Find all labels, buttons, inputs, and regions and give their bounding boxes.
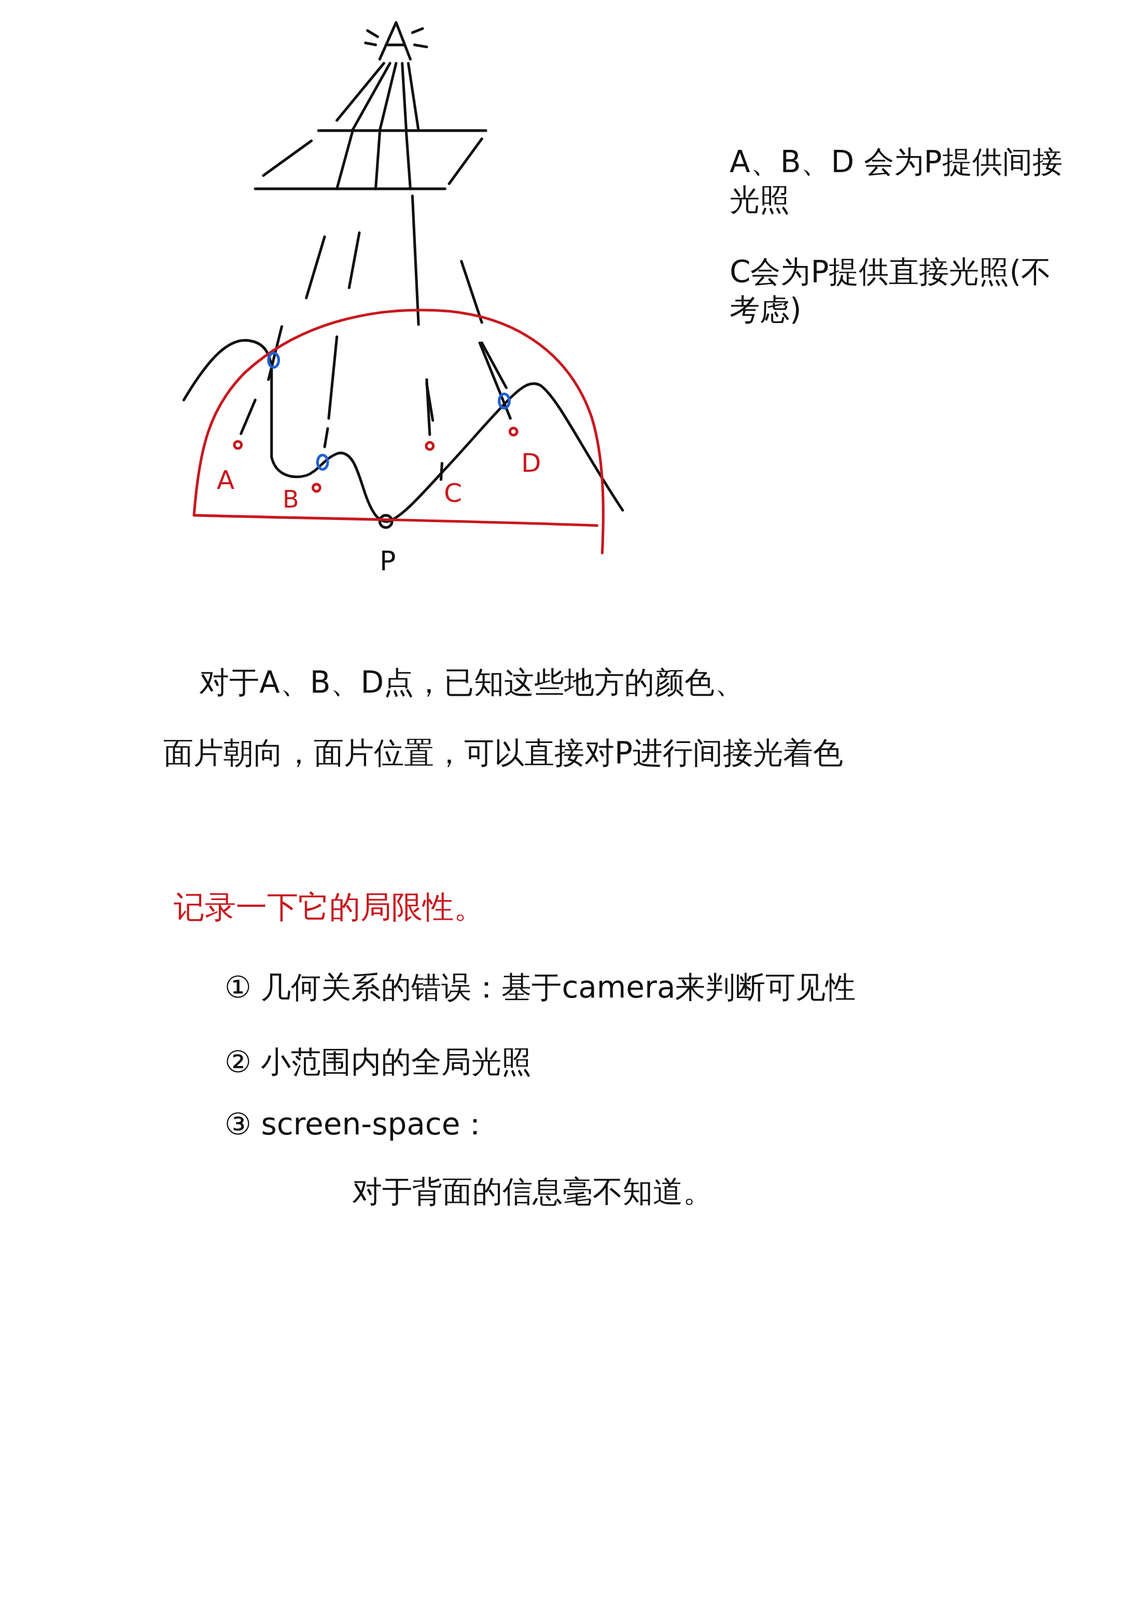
light-source	[379, 22, 411, 60]
sample-point	[426, 442, 434, 450]
intersection-mark	[499, 394, 510, 409]
hemisphere-base	[193, 515, 597, 526]
point-label: D	[521, 446, 542, 480]
section-heading: 记录一下它的局限性。	[173, 887, 485, 927]
light-rays	[337, 132, 411, 189]
list-item: ② 小范围内的全局光照	[224, 1043, 532, 1082]
list-item: ③ screen-space：	[224, 1105, 491, 1144]
note-text: 对于A、B、D点，已知这些地方的颜色、	[199, 663, 745, 702]
side-note: C会为P提供直接光照(不考虑)	[729, 253, 1062, 329]
hemisphere	[193, 310, 604, 554]
point-label: C	[443, 477, 463, 510]
point-label: B	[282, 484, 300, 515]
intersection-mark	[268, 353, 279, 368]
sample-rays	[241, 326, 511, 480]
sample-point	[234, 441, 242, 449]
plane	[255, 130, 486, 189]
point-label: P	[379, 544, 396, 579]
point-label: A	[216, 464, 235, 497]
list-item: 对于背面的信息毫不知道。	[352, 1172, 714, 1211]
side-note: A、B、D 会为P提供间接光照	[729, 143, 1072, 219]
list-item: ① 几何关系的错误：基于camera来判断可见性	[224, 968, 856, 1007]
intersection-mark	[317, 455, 328, 470]
point-p	[379, 515, 393, 528]
sample-point	[312, 484, 320, 492]
light-rays	[306, 196, 507, 421]
sample-point	[509, 428, 517, 436]
light-glow	[365, 28, 427, 47]
note-text: 面片朝向，面片位置，可以直接对P进行间接光着色	[163, 734, 844, 773]
light-rays	[337, 63, 419, 131]
